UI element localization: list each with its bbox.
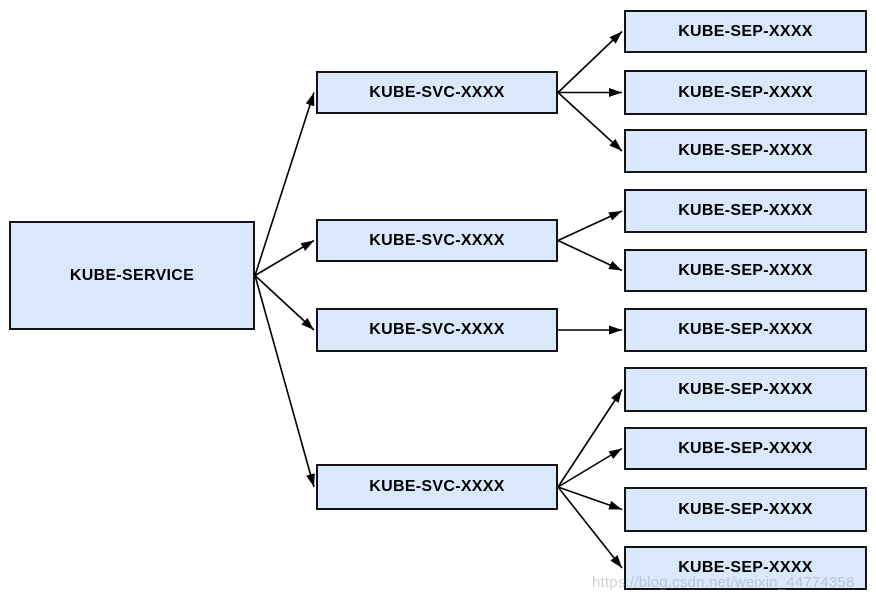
node-label: KUBE-SEP-XXXX xyxy=(678,202,813,219)
node-label: KUBE-SVC-XXXX xyxy=(369,83,505,101)
node-kube-sep-2: KUBE-SEP-XXXX xyxy=(624,70,867,115)
edge-svc-1-to-sep-3 xyxy=(557,210,623,242)
node-label: KUBE-SEP-XXXX xyxy=(678,261,813,279)
edge-service-to-svc-2 xyxy=(254,274,315,331)
edge-svc-3-to-sep-9 xyxy=(557,486,623,569)
edge-svc-3-to-sep-7 xyxy=(557,447,623,488)
node-kube-sep-9: KUBE-SEP-XXXX xyxy=(624,487,867,532)
node-kube-svc-1: KUBE-SVC-XXXX xyxy=(316,71,558,114)
node-label: KUBE-SEP-XXXX xyxy=(678,22,813,40)
node-label: KUBE-SEP-XXXX xyxy=(678,559,813,576)
node-kube-svc-2: KUBE-SVC-XXXX xyxy=(316,219,558,262)
node-kube-sep-7: KUBE-SEP-XXXX xyxy=(624,367,867,412)
node-label: KUBE-SVC-XXXX xyxy=(369,478,505,495)
node-label: KUBE-SEP-XXXX xyxy=(678,380,813,398)
node-kube-sep-8: KUBE-SEP-XXXX xyxy=(624,427,867,470)
node-label: KUBE-SEP-XXXX xyxy=(678,321,813,338)
node-kube-svc-3: KUBE-SVC-XXXX xyxy=(316,308,558,352)
node-kube-sep-1: KUBE-SEP-XXXX xyxy=(624,10,867,53)
node-label: KUBE-SVC-XXXX xyxy=(369,231,505,249)
node-label: KUBE-SEP-XXXX xyxy=(678,142,813,159)
node-label: KUBE-SEP-XXXX xyxy=(678,83,813,101)
node-kube-sep-6: KUBE-SEP-XXXX xyxy=(624,308,867,352)
edge-svc-3-to-sep-6 xyxy=(557,389,623,488)
edge-svc-3-to-sep-8 xyxy=(557,486,623,511)
node-kube-sep-4: KUBE-SEP-XXXX xyxy=(624,189,867,233)
node-kube-sep-10: KUBE-SEP-XXXX xyxy=(624,546,867,590)
node-kube-sep-5: KUBE-SEP-XXXX xyxy=(624,249,867,292)
edge-svc-0-to-sep-0 xyxy=(557,30,623,94)
node-kube-sep-3: KUBE-SEP-XXXX xyxy=(624,129,867,173)
node-label: KUBE-SEP-XXXX xyxy=(678,500,813,518)
node-label: KUBE-SEP-XXXX xyxy=(678,439,813,457)
edge-service-to-svc-3 xyxy=(254,275,315,488)
edge-service-to-svc-0 xyxy=(254,92,315,276)
edge-svc-1-to-sep-4 xyxy=(557,239,623,272)
node-label: KUBE-SERVICE xyxy=(69,266,195,284)
node-kube-svc-4: KUBE-SVC-XXXX xyxy=(316,464,558,510)
node-kube-service: KUBE-SERVICE xyxy=(9,221,255,330)
node-label: KUBE-SVC-XXXX xyxy=(369,321,505,338)
edge-svc-0-to-sep-2 xyxy=(557,91,623,152)
edge-service-to-svc-1 xyxy=(254,239,315,277)
